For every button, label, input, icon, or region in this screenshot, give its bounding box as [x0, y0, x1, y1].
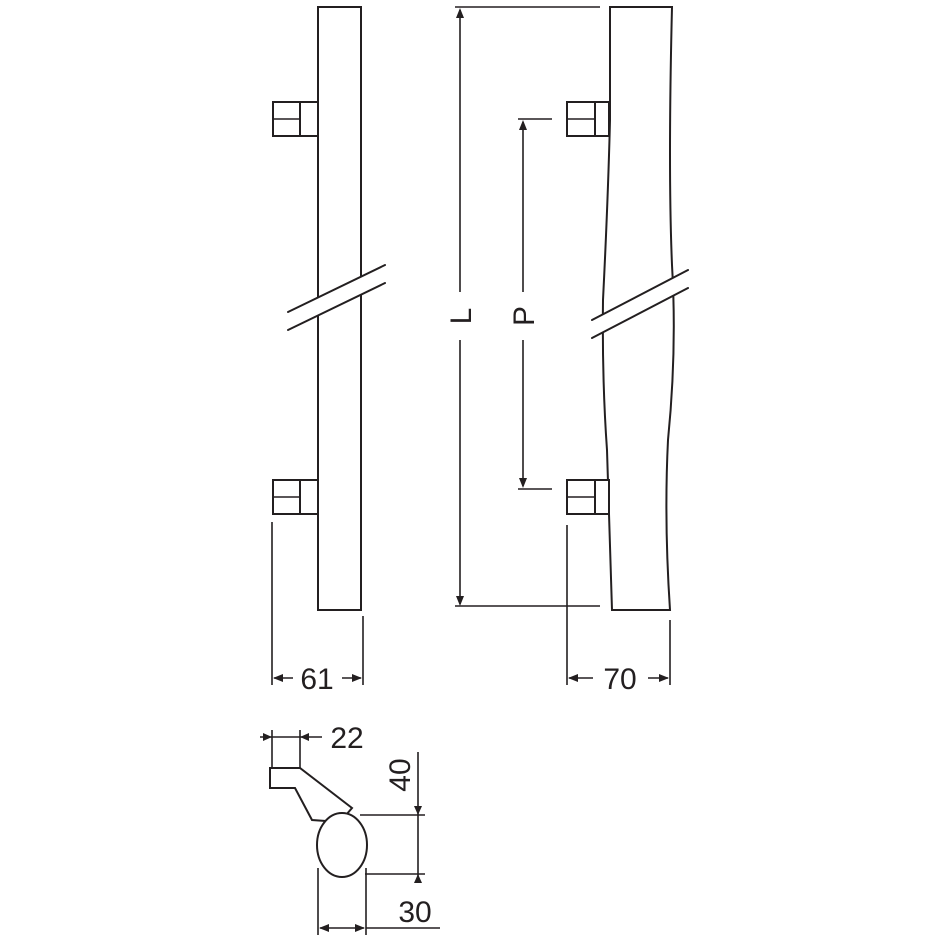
front-upper-post: [272, 101, 319, 137]
length-dimension: L: [445, 6, 600, 607]
side-view: [566, 6, 689, 611]
post-width-label: 22: [330, 722, 363, 755]
front-projection-label: 61: [300, 663, 333, 696]
pitch-dimension: P: [508, 118, 552, 490]
section-grip: [316, 812, 368, 878]
front-projection-dimension: 61: [271, 522, 364, 696]
side-projection-dimension: 70: [566, 525, 671, 696]
side-break-mark: [591, 269, 689, 339]
grip-width-label: 30: [398, 896, 431, 929]
side-upper-post: [566, 101, 610, 137]
section-view: 22 40 30: [260, 722, 440, 935]
grip-width-dimension: 30: [317, 868, 440, 935]
side-lower-post: [566, 479, 610, 515]
section-height-label: 40: [384, 758, 417, 791]
side-projection-label: 70: [603, 663, 636, 696]
length-label: L: [445, 308, 478, 325]
pitch-label: P: [508, 306, 541, 326]
post-width-dimension: 22: [260, 722, 364, 768]
front-lower-post: [272, 479, 319, 515]
front-break-mark: [287, 264, 386, 331]
front-view: 61: [271, 6, 386, 696]
section-height-dimension: 40: [360, 752, 425, 883]
